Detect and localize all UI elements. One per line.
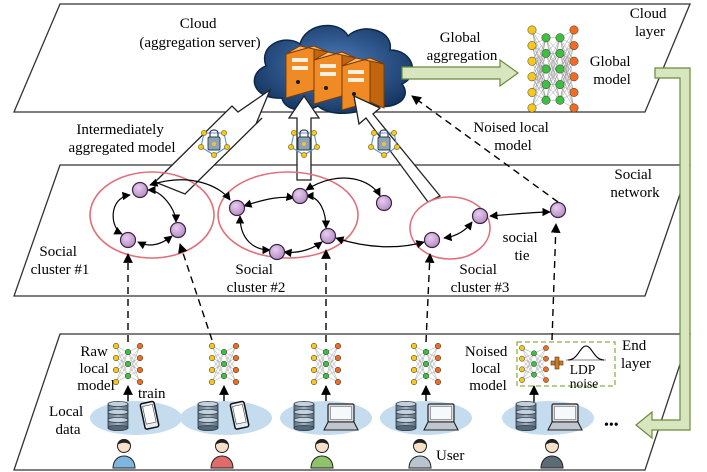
- database-icon: [197, 400, 219, 431]
- social-layer-plane: [13, 164, 691, 297]
- encrypted-model-icon: [368, 129, 400, 158]
- neural-network-icon: [310, 342, 342, 386]
- device-group-ellipse: [90, 401, 182, 435]
- local-model-upload-arrows: [123, 223, 561, 343]
- server-rack-icon: [285, 45, 385, 111]
- noised-local-model-label: Noised local model: [465, 344, 511, 394]
- user-node: [375, 194, 393, 212]
- social-cluster-2-ring: [217, 171, 359, 259]
- laptop-icon: [323, 403, 359, 431]
- social-edges: [112, 177, 551, 258]
- user-node: [423, 231, 441, 249]
- intermediate-model-label: Intermediately aggregated model: [68, 122, 175, 156]
- neural-network-icon: [519, 345, 549, 383]
- user-label: User: [436, 448, 464, 464]
- noised-local-model-upload-arrow: [411, 95, 559, 203]
- social-cluster-2-label: Social cluster #2: [227, 262, 286, 296]
- social-cluster-3-label: Social cluster #3: [451, 262, 510, 296]
- encrypted-model-icon: [198, 129, 230, 158]
- user-node: [471, 207, 489, 225]
- noised-local-model-upload-label: Noised local model: [473, 120, 552, 154]
- global-aggregation-label: Global aggregation: [427, 30, 498, 64]
- social-cluster-1-label: Social cluster #1: [31, 244, 90, 278]
- user-node: [319, 227, 337, 245]
- global-aggregation-arrow: [401, 58, 520, 88]
- end-layer-label: End layer: [621, 338, 651, 372]
- user-node: [169, 221, 187, 239]
- neural-network-icon: [208, 342, 240, 386]
- encrypted-model-icon: [288, 129, 320, 158]
- train-arrows: [123, 385, 539, 402]
- user-icon: [408, 439, 432, 469]
- user-icon: [112, 439, 136, 469]
- laptop-icon: [547, 403, 583, 431]
- neural-network-icon: [410, 342, 442, 386]
- local-data-label: Local data: [49, 404, 87, 438]
- user-node: [119, 231, 137, 249]
- plus-icon: [550, 356, 564, 370]
- raw-local-model-label: Raw local model: [77, 344, 115, 394]
- neural-network-icon: [112, 342, 144, 386]
- database-icon: [107, 400, 129, 431]
- social-cluster-3-ring: [409, 196, 491, 260]
- device-group-ellipse: [180, 401, 272, 435]
- social-nodes: [119, 181, 567, 261]
- train-label: train: [138, 386, 166, 402]
- user-node: [131, 181, 149, 199]
- social-layer-label: Social network: [610, 167, 660, 201]
- smartphone-icon: [139, 400, 160, 430]
- database-icon: [293, 400, 315, 431]
- user-node: [268, 243, 286, 261]
- cloud-title: Cloud (aggregation server): [139, 16, 260, 51]
- database-icon: [395, 400, 417, 431]
- global-model-distribution-arrow: [635, 67, 691, 440]
- database-icon: [515, 400, 537, 431]
- user-icon: [310, 439, 334, 469]
- laptop-icon: [423, 403, 459, 431]
- global-model-neural-network-icon: [527, 25, 579, 113]
- more-devices-ellipsis: •••: [604, 418, 619, 433]
- user-icon: [210, 439, 234, 469]
- noise-distribution-icon: [566, 345, 606, 361]
- user-node: [549, 201, 567, 219]
- global-model-label: Global model: [590, 54, 635, 88]
- smartphone-icon: [229, 400, 250, 430]
- ldp-noise-label: LDP noise: [570, 362, 599, 391]
- user-node: [228, 199, 246, 217]
- user-icon: [540, 439, 564, 469]
- noised-model-box: [516, 341, 616, 387]
- social-tie-label: social tie: [503, 230, 542, 264]
- social-cluster-1-ring: [89, 171, 215, 259]
- cloud-layer-label: Cloud layer: [630, 6, 670, 40]
- user-node: [291, 187, 309, 205]
